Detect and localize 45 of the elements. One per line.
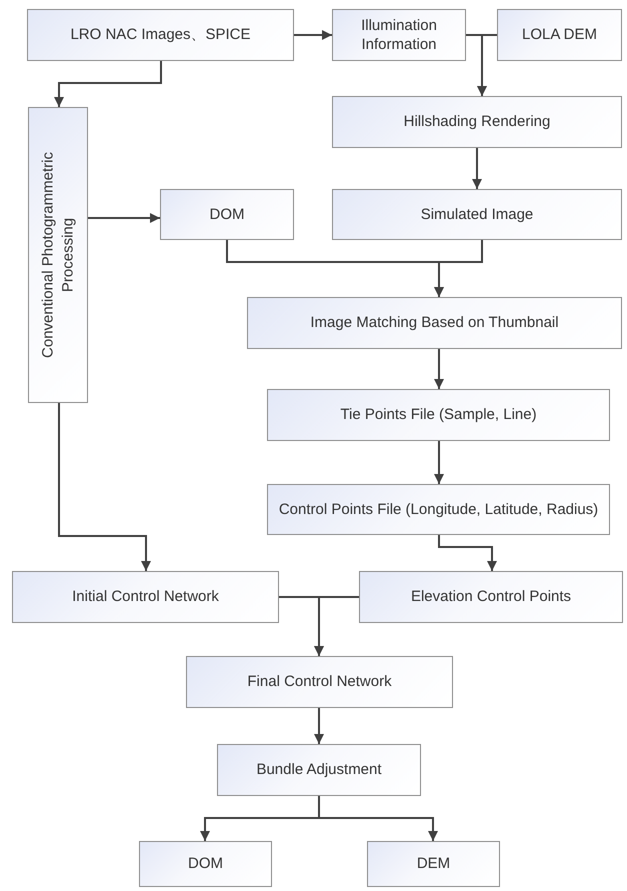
step-label: DEM (416, 854, 452, 874)
process-box (332, 189, 622, 240)
process-box (160, 189, 294, 240)
process-box (27, 9, 294, 61)
process-box (12, 571, 279, 623)
step-label: Tie Points File (Sample, Line) (339, 405, 538, 425)
arrow (314, 596, 359, 656)
process-box (217, 744, 421, 796)
step-label: Bundle Adjustment (255, 760, 383, 780)
step-label: Control Points File (Longitude, Latitude, Radius) (278, 500, 600, 520)
arrow (294, 30, 332, 40)
step-label: Illumination Information (360, 16, 438, 54)
arrow (434, 240, 483, 297)
arrow (434, 441, 444, 484)
process-box (332, 9, 466, 61)
process-box (267, 484, 610, 535)
process-box (247, 297, 622, 349)
process-box (139, 841, 272, 887)
process-box (186, 656, 453, 708)
process-box (367, 841, 500, 887)
arrow (318, 796, 438, 841)
process-box (267, 389, 610, 441)
arrow (434, 349, 444, 389)
step-label: Conventional Photogrammetric Processing (38, 151, 77, 360)
step-label: Hillshading Rendering (402, 112, 552, 132)
arrow (54, 61, 162, 107)
arrow (438, 535, 497, 571)
process-box (359, 571, 623, 623)
step-label: DOM (208, 204, 246, 224)
step-label: LRO NAC Images、SPICE (69, 25, 252, 45)
arrow (88, 213, 160, 223)
process-box (28, 107, 88, 403)
process-box (497, 9, 622, 61)
arrow (477, 34, 497, 96)
step-label: Initial Control Network (71, 587, 220, 607)
arrow (58, 403, 151, 571)
step-label: Final Control Network (246, 672, 393, 692)
step-label: Image Matching Based on Thumbnail (309, 313, 560, 333)
arrow (314, 708, 324, 744)
process-box (332, 96, 622, 148)
step-label: Elevation Control Points (410, 587, 572, 607)
step-label: LOLA DEM (520, 25, 598, 45)
step-label: DOM (187, 854, 224, 874)
arrow (472, 148, 482, 189)
step-label: Simulated Image (420, 204, 534, 224)
